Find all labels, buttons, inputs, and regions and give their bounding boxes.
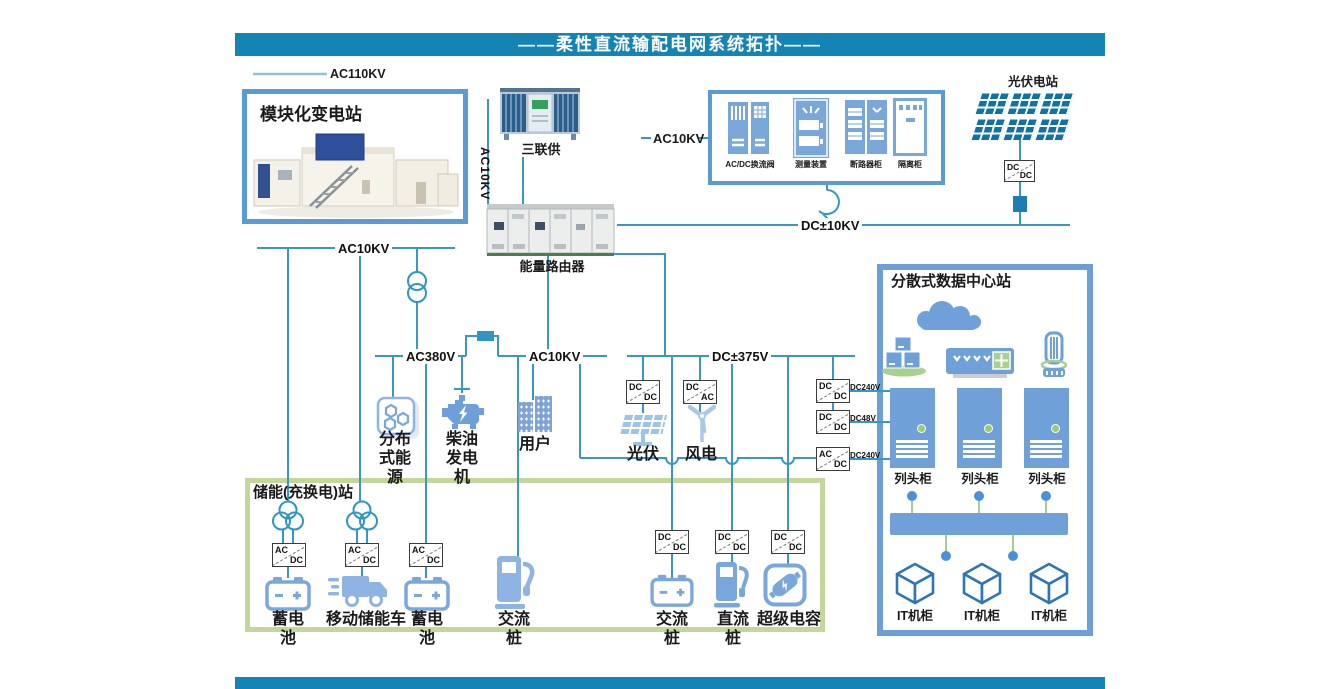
tie-switch-symbol: [477, 331, 494, 341]
pv-node-panel-icon: [620, 413, 668, 434]
pv-station-title: 光伏电站: [1007, 75, 1058, 89]
it-cabinet-cube-icon: [1029, 562, 1069, 605]
battery1-label: 蓄电池: [271, 611, 304, 647]
pv-node-pole: [641, 434, 645, 443]
user-building-icon: [535, 396, 552, 432]
bus-ac10kv-feeder: AC10KV: [478, 147, 492, 201]
converter-valve-cabinet-label: AC/DC换流阀: [725, 160, 775, 169]
bus-ac110kv: AC110KV: [330, 67, 386, 81]
ac-pile-storage-label: 交流桩: [497, 611, 530, 647]
dc-pile-label: 直流桩: [716, 611, 749, 647]
ac-pile-label: 交流桩: [655, 611, 688, 647]
mobile-storage-truck-icon: [328, 576, 387, 607]
it-cabinet-cube-icon: [895, 562, 935, 605]
it-cabinet-label: IT机柜: [896, 609, 934, 623]
bus-ac380v: AC380V: [403, 349, 459, 364]
wind-turbine-icon: [687, 404, 717, 442]
status-dot: [984, 424, 993, 433]
distributed-energy-label: 分布式能源: [378, 431, 411, 486]
data-center-title: 分散式数据中心站: [891, 273, 1012, 290]
energy-router-label: 能量路由器: [519, 259, 585, 274]
transformer-symbols: [272, 271, 427, 531]
row-cabinet-label: 列头柜: [894, 472, 932, 486]
diesel-generator-icon: [442, 395, 484, 429]
bottom-accent-bar: [235, 677, 1105, 689]
measurement-cabinet-icon: [793, 98, 829, 158]
battery-icon: [650, 574, 694, 607]
measurement-cabinet-label: 测量装置: [795, 160, 827, 169]
cloud-icon: [917, 301, 981, 330]
it-cabinet-label: IT机柜: [1030, 609, 1068, 623]
supercapacitor-icon: [763, 563, 807, 607]
diagram-title: ——柔性直流输配电网系统拓扑——: [235, 33, 1105, 56]
datacenter-busbar: [890, 513, 1068, 535]
bus-ac10kv-sub: AC10KV: [526, 349, 584, 364]
user-label: 用户: [518, 436, 551, 453]
wind-node-label: 风电: [684, 446, 717, 463]
output-dc240v-1: DC240V: [850, 383, 881, 392]
diesel-generator-label: 柴油发电机: [445, 431, 478, 486]
tower-server-icon: [1040, 331, 1068, 377]
output-dc240v-2: DC240V: [850, 451, 881, 460]
trigeneration-label: 三联供: [521, 142, 561, 157]
it-cabinet-label: IT机柜: [963, 609, 1001, 623]
isolation-cabinet-label: 隔离柜: [898, 160, 922, 169]
battery2-label: 蓄电池: [410, 611, 443, 647]
bus-dc375v: DC±375V: [709, 349, 772, 364]
datacenter-link-dots: [907, 491, 1051, 561]
battery-icon: [265, 577, 311, 611]
network-switch-icon: [946, 348, 1014, 378]
trigeneration-illustration: [500, 88, 580, 140]
output-dc48v: DC48V: [850, 414, 876, 423]
bus-ac10kv-main: AC10KV: [335, 241, 393, 256]
row-head-cabinet: [890, 388, 935, 468]
pv-node-base: [633, 442, 652, 446]
isolation-cabinet-icon: [893, 98, 927, 156]
converter-valve-cabinet-icon: [728, 102, 769, 154]
breaker-cabinet-label: 断路器柜: [850, 160, 882, 169]
server-stack-icon: [882, 336, 926, 377]
energy-router-illustration: [486, 204, 615, 256]
supercapacitor-label: 超级电容: [757, 611, 822, 628]
datacenter-green-links: [911, 501, 1047, 552]
battery-icon: [404, 577, 450, 611]
breaker-cabinet-icon: [845, 100, 887, 154]
bus-dc10kv: DC±10KV: [798, 218, 863, 233]
status-dot: [917, 424, 926, 433]
mobile-storage-truck-label: 移动储能车: [326, 611, 407, 628]
storage-station-title: 储能(充换电)站: [253, 484, 353, 501]
substation-title: 模块化变电站: [260, 105, 362, 124]
ac-charging-pile-icon: [495, 556, 535, 609]
it-cabinet-cube-icon: [962, 562, 1002, 605]
bus-ac10kv-station-in: AC10KV: [653, 131, 705, 146]
substation-illustration: [253, 133, 459, 218]
pv-fuse-symbol: [1013, 196, 1027, 212]
status-dot: [1051, 424, 1060, 433]
row-cabinet-label: 列头柜: [1028, 472, 1066, 486]
pv-node-label: 光伏: [626, 446, 659, 463]
row-head-cabinet: [957, 388, 1002, 468]
row-head-cabinet: [1024, 388, 1069, 468]
user-building-icon: [518, 402, 533, 432]
dc-charging-pile-icon: [714, 562, 749, 608]
distributed-energy-icon: [376, 396, 416, 436]
row-cabinet-label: 列头柜: [961, 472, 999, 486]
